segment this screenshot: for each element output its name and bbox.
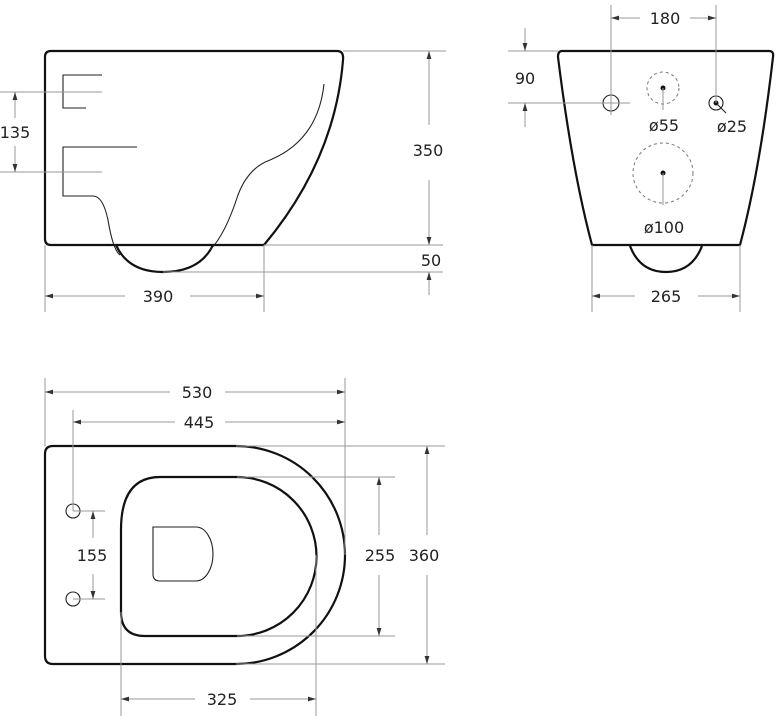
side-bowl-outline bbox=[114, 244, 214, 274]
dim-bolt-pair-spacing: 155 bbox=[77, 546, 108, 565]
top-view: 530 445 360 255 155 325 bbox=[43, 378, 445, 716]
dim-width: 265 bbox=[651, 287, 682, 306]
label-hole-55: ø55 bbox=[649, 116, 679, 135]
top-body-outline bbox=[43, 444, 347, 666]
dim-bowl-drop: 50 bbox=[421, 251, 441, 270]
dim-seat-length: 325 bbox=[207, 690, 238, 709]
front-bowl-outline bbox=[628, 245, 704, 274]
dim-length: 530 bbox=[182, 383, 213, 402]
front-body-outline bbox=[556, 49, 775, 247]
seat-cover bbox=[152, 526, 214, 582]
dim-top-width: 360 bbox=[409, 546, 440, 565]
dim-depth: 390 bbox=[143, 287, 174, 306]
label-hole-100: ø100 bbox=[644, 218, 684, 237]
dim-seat-width: 255 bbox=[365, 546, 396, 565]
lower-outlet bbox=[62, 146, 137, 256]
label-hole-25: ø25 bbox=[717, 117, 747, 136]
dim-inlet-spacing: 135 bbox=[0, 123, 30, 142]
front-view: ø55 ø25 ø100 180 90 265 bbox=[508, 5, 775, 312]
side-view: 135 350 50 390 bbox=[0, 49, 446, 312]
dim-bolt-to-front: 445 bbox=[184, 413, 215, 432]
seat-outline bbox=[119, 475, 318, 638]
bowl-inner-curve bbox=[209, 83, 325, 251]
hole-100 bbox=[632, 142, 694, 204]
dim-bolt-height: 90 bbox=[515, 69, 535, 88]
dim-height: 350 bbox=[413, 141, 444, 160]
dim-bolt-spacing: 180 bbox=[650, 9, 681, 28]
side-body-outline bbox=[43, 49, 345, 247]
